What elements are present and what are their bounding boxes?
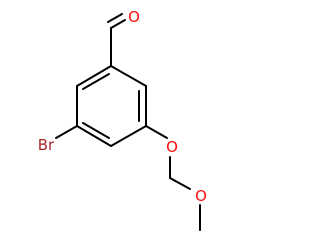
- aldehyde-co-double-bond-2: [107, 13, 123, 23]
- ring-double-bond-top-left: [82, 73, 110, 90]
- aldehyde-co-double-bond-1: [110, 19, 126, 29]
- ring-double-bond-bottom-left: [82, 122, 110, 139]
- ring-bond-top-upper-right: [110, 65, 147, 87]
- c-o1-bond: [145, 125, 168, 139]
- atom-labels: O Br O O: [38, 8, 207, 205]
- ch2-o2-bond: [169, 177, 191, 190]
- ether-oxygen-1-label: O: [166, 138, 178, 156]
- molecule-diagram: O Br O O: [38, 8, 207, 231]
- c-br-bond: [55, 125, 78, 139]
- ring-bond-bottom-lower-left: [76, 125, 112, 147]
- bonds: [55, 13, 201, 231]
- bromine-label: Br: [38, 136, 55, 154]
- ether-oxygen-2-label: O: [195, 187, 207, 205]
- aldehyde-oxygen-label: O: [128, 8, 140, 26]
- ring-bond-upper-left-top: [76, 65, 112, 87]
- ring-bond-lower-right-bottom: [110, 125, 147, 147]
